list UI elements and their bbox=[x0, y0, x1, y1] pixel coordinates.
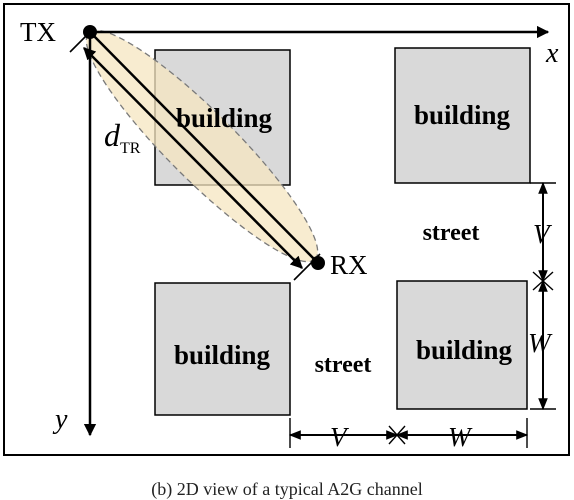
dim-w-vertical-label: W bbox=[528, 328, 553, 358]
street-label: street bbox=[423, 220, 480, 246]
building-label: building bbox=[174, 340, 271, 370]
distance-arrow bbox=[83, 47, 303, 269]
rx-node bbox=[311, 256, 325, 270]
building-label: building bbox=[414, 100, 511, 130]
figure-caption: (b) 2D view of a typical A2G channel bbox=[151, 479, 423, 499]
street-label: street bbox=[315, 352, 372, 378]
x-axis-label: x bbox=[545, 38, 559, 69]
building-label: building bbox=[176, 103, 273, 133]
a2g-2d-view-diagram: building building building building stre… bbox=[3, 3, 570, 456]
building-label: building bbox=[416, 335, 513, 365]
dim-v-vertical-label: V bbox=[533, 219, 553, 249]
y-axis-label: y bbox=[52, 404, 68, 435]
building-block-top-right bbox=[394, 47, 531, 184]
distance-subscript: TR bbox=[120, 140, 141, 157]
tx-node bbox=[83, 25, 97, 39]
distance-label: dTR bbox=[104, 117, 141, 157]
building-block-bottom-right bbox=[396, 280, 528, 410]
dim-w-horizontal-label: W bbox=[448, 422, 473, 452]
frame-border bbox=[3, 3, 570, 456]
distance-main: d bbox=[104, 117, 121, 153]
dim-v-horizontal-label: V bbox=[330, 422, 350, 452]
tx-label: TX bbox=[20, 17, 56, 47]
building-block-bottom-left bbox=[154, 282, 291, 416]
rx-label: RX bbox=[330, 250, 368, 280]
dim-tick bbox=[532, 271, 554, 291]
